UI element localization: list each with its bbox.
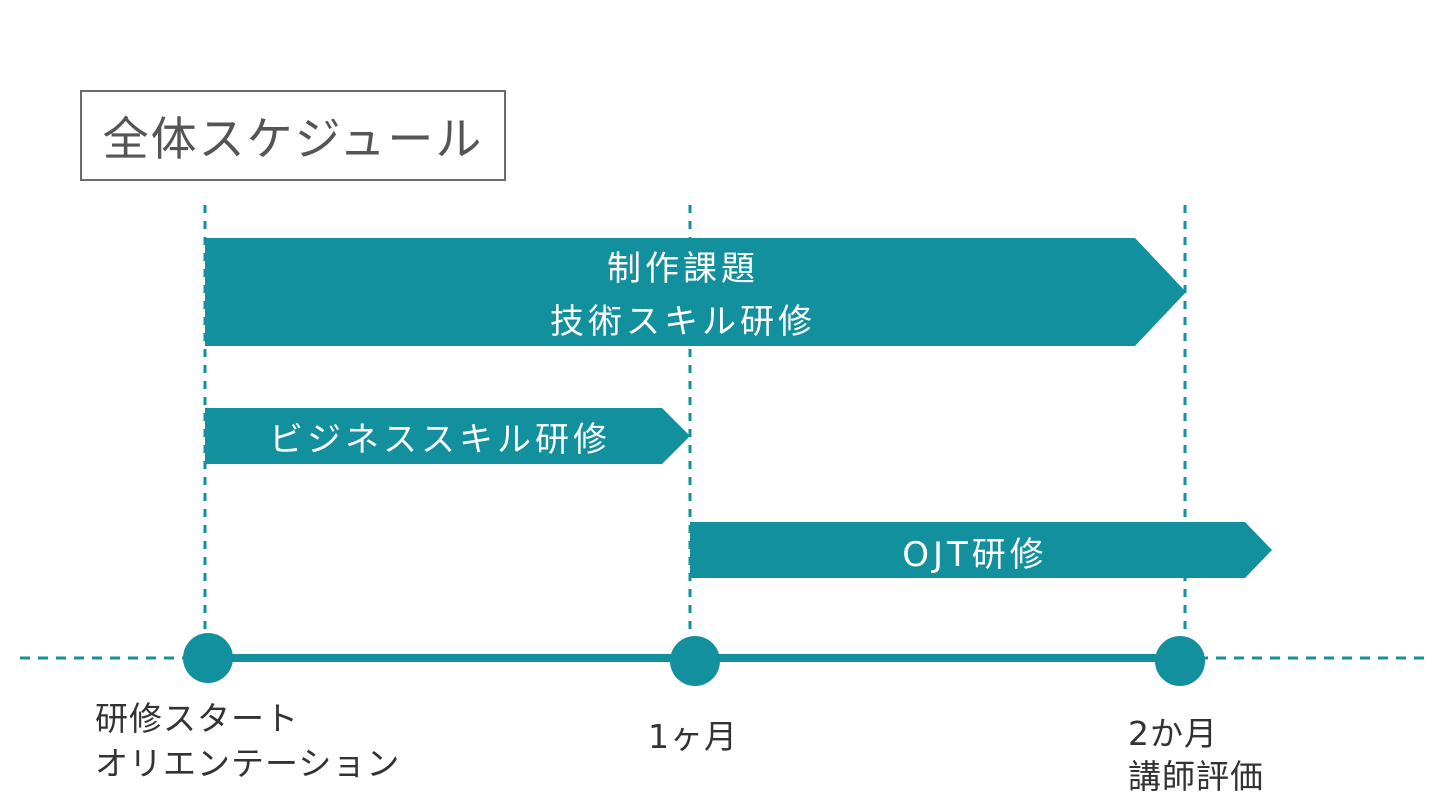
bar-business-training-label: ビジネススキル研修 [269,420,611,460]
bar-technical-training [205,238,1186,346]
milestone-2month-line2: 講師評価 [1128,757,1264,796]
title-box: 全体スケジュール [80,90,506,181]
milestone-dot-1month [670,636,720,686]
bar-technical-training-line2: 技術スキル研修 [550,302,816,342]
milestone-start-line1: 研修スタート [95,699,299,738]
page-title: 全体スケジュール [102,111,484,166]
bar-ojt-training [690,522,1272,578]
milestone-1month-label: 1ヶ月 [648,717,738,756]
bar-business-training [205,408,690,464]
bar-technical-training-line1: 制作課題 [607,249,759,289]
milestone-2month-line1: 2か月 [1128,714,1218,753]
milestone-dot-start [183,633,233,683]
bar-ojt-training-label: OJT研修 [902,535,1048,575]
milestone-start-line2: オリエンテーション [95,744,400,783]
milestone-dot-2month [1155,636,1205,686]
